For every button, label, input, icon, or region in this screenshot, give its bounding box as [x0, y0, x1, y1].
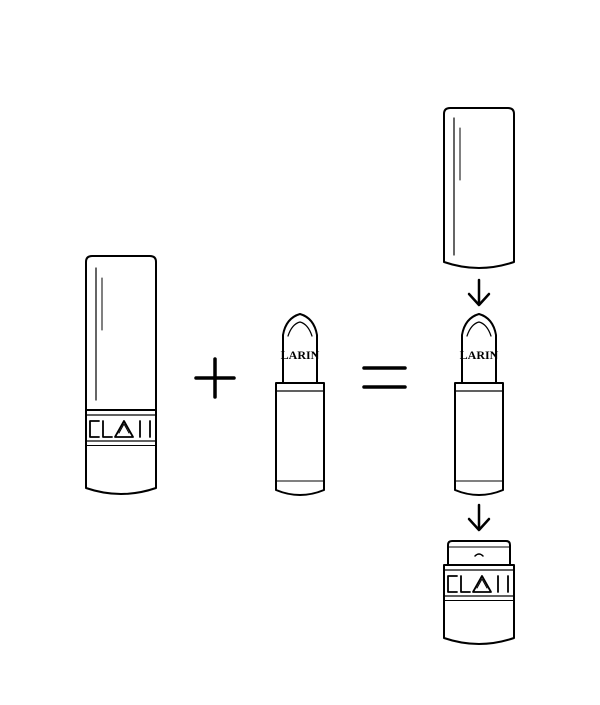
- lipstick-base-icon: [443, 540, 515, 645]
- plus-sign: [194, 357, 236, 399]
- arrow-down-icon: [467, 278, 491, 307]
- equals-sign: [362, 366, 407, 389]
- lipstick-refill-icon: LARIN: [454, 313, 504, 496]
- lipstick-cap-icon: [443, 107, 515, 269]
- arrow-down-icon: [467, 503, 491, 532]
- closed-lipstick-case-icon: [85, 255, 157, 495]
- lipstick-refill-icon: LARIN: [275, 313, 325, 496]
- refill-engraving: LARIN: [281, 348, 320, 362]
- refill-engraving: LARIN: [460, 348, 499, 362]
